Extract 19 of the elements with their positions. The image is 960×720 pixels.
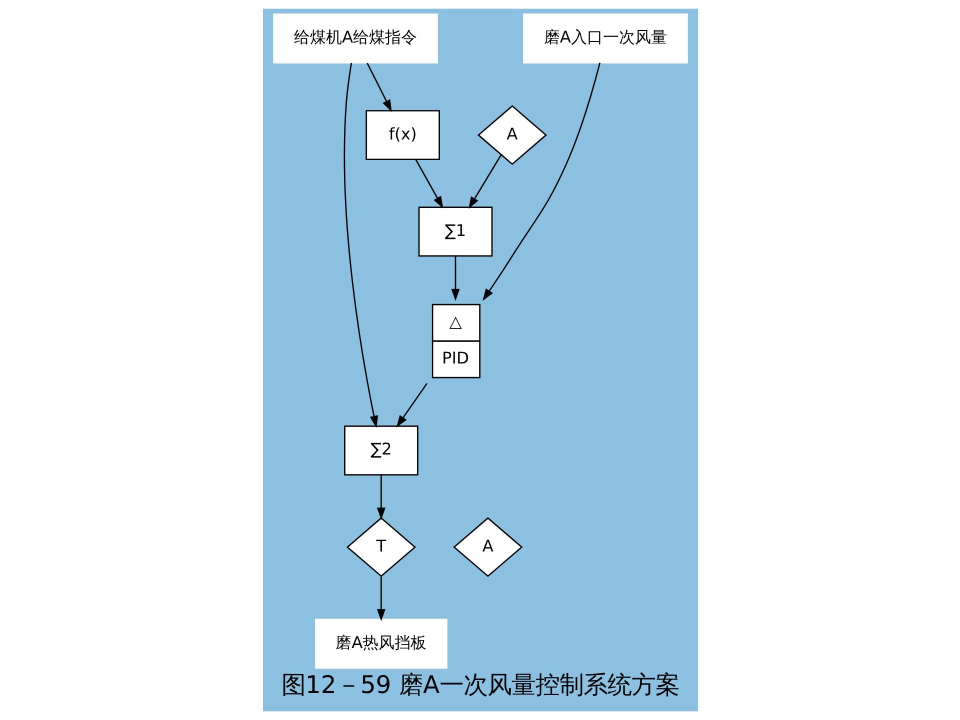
arrow (376, 475, 385, 520)
caption: 图12－59 磨A一次风量控制系统方案 (280, 670, 680, 699)
node-box: ∑1 (418, 206, 492, 257)
node-box: f(x) (365, 110, 440, 160)
arrow (482, 62, 600, 301)
arrow (376, 576, 385, 622)
node-diamond: T (346, 517, 416, 578)
arrow (396, 383, 428, 428)
arrow (366, 62, 392, 112)
arrow (343, 62, 378, 428)
arrow (468, 154, 502, 209)
node-box: 给煤机A给煤指令 (272, 13, 438, 64)
arrow (414, 159, 443, 208)
node-box: 磨A入口一次风量 (522, 13, 688, 64)
node-box: ∑2 (344, 426, 418, 476)
arrow (450, 256, 460, 302)
node-diamond: A (452, 517, 522, 578)
node-box: 磨A热风挡板 (314, 618, 447, 669)
node-diamond: A (476, 105, 547, 165)
